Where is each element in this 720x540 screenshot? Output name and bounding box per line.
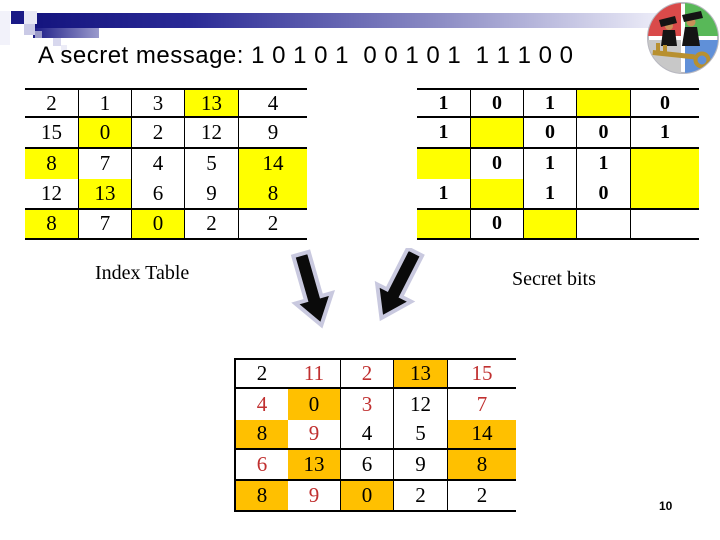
index-cell-r1c3: 3: [132, 88, 185, 119]
stego-cell-r3c4: 5: [394, 419, 448, 451]
top-banner-bar: [33, 13, 658, 28]
stego-cell-r4c1: 6: [234, 450, 288, 482]
stego-cell-r4c3: 6: [341, 450, 394, 482]
deco-square-tiny2: [61, 45, 67, 51]
stego-cell-r5c2: 9: [288, 481, 341, 512]
index-cell-r1c1: 2: [25, 88, 79, 119]
index-cell-r2c2: 0: [79, 118, 132, 149]
index-cell-r2c5: 9: [239, 118, 307, 149]
deco-square-navy: [11, 11, 24, 24]
index-cell-r5c3: 0: [132, 209, 185, 240]
index-cell-r4c2: 13: [79, 179, 132, 210]
stego-cell-r5c1: 8: [234, 481, 288, 512]
deco-square-tiny1: [53, 38, 61, 46]
stego-cell-r2c1: 4: [234, 388, 288, 420]
slide-title: A secret message: 1 0 1 0 1 0 0 1 0 1 1 …: [38, 42, 574, 69]
secret-cell-r3c4: 1: [577, 148, 631, 180]
index-cell-r3c3: 4: [132, 148, 185, 180]
stego-cell-r4c2: 13: [288, 450, 341, 482]
index-cell-r5c1: 8: [25, 209, 79, 240]
secret-cell-r2c4: 0: [577, 118, 631, 149]
index-table-caption: Index Table: [95, 262, 190, 284]
index-cell-r2c3: 2: [132, 118, 185, 149]
stego-cell-r2c5: 7: [476, 391, 488, 416]
index-cell-r1c4: 13: [185, 88, 239, 119]
secret-cell-r4c3: 1: [524, 179, 577, 210]
down-left-block-arrow-icon: [374, 248, 425, 322]
stego-cell-r3c2: 9: [288, 419, 341, 451]
stego-cell-r1c3: 2: [341, 358, 394, 389]
secret-cell-r4c1: 1: [417, 179, 471, 210]
secret-cell-r5c3: [524, 209, 577, 240]
stego-cell-r5c5: 2: [448, 481, 516, 512]
secret-cell-r1c5: 0: [631, 88, 699, 119]
deco-strip-pale: [0, 11, 10, 45]
index-cell-r1c5: 4: [239, 88, 307, 119]
page-number: 10: [659, 499, 673, 513]
index-cell-r3c4: 5: [185, 148, 239, 180]
index-cell-r3c5: 14: [239, 148, 307, 180]
stego-cell-r5c4: 2: [394, 481, 448, 512]
secret-cell-r4c2: [471, 179, 524, 210]
secret-cell-r3c1: [417, 148, 471, 180]
secret-cell-r2c1: 1: [417, 118, 471, 149]
deco-square-small: [35, 31, 42, 38]
stego-cell-r4c5: 8: [448, 450, 516, 482]
stego-cell-r1c2: 11: [288, 358, 341, 389]
secret-cell-r1c1: 1: [417, 88, 471, 119]
index-cell-r4c4: 9: [185, 179, 239, 210]
index-cell-r2c4: 12: [185, 118, 239, 149]
secret-cell-r5c2: 0: [471, 209, 524, 240]
index-cell-r5c4: 2: [185, 209, 239, 240]
deco-square-lavender: [24, 24, 35, 35]
secret-cell-r4c4: 0: [577, 179, 631, 210]
secret-cell-r3c5: [631, 148, 699, 180]
stego-cell-r1c4: 13: [394, 358, 448, 389]
top-banner-bar-secondary: [33, 28, 99, 38]
stego-cell-r3c1: 8: [234, 419, 288, 451]
index-cell-r5c5: 2: [239, 210, 307, 240]
index-cell-r4c1: 12: [25, 179, 79, 210]
stego-cell-r4c4: 9: [394, 450, 448, 482]
stego-cell-r2c4: 12: [394, 388, 448, 420]
secret-cell-r3c2: 0: [471, 148, 524, 180]
secret-cell-r4c5: [631, 179, 699, 210]
down-right-block-arrow-icon: [290, 249, 336, 329]
stego-cell-r3c3: 4: [341, 419, 394, 451]
secret-cell-r2c2: [471, 118, 524, 149]
secret-cell-r5c5: [631, 210, 699, 240]
secret-bits-caption: Secret bits: [512, 268, 596, 290]
stego-cell-r1c5: 15: [448, 358, 516, 389]
graduates-and-key-logo-icon: [647, 2, 719, 74]
index-cell-r3c2: 7: [79, 148, 132, 180]
index-cell-r3c1: 8: [25, 148, 79, 180]
stego-cell-r2c2: 0: [288, 388, 341, 420]
stego-cell-r3c5: 14: [448, 419, 516, 451]
arrows-group: [290, 248, 425, 329]
index-cell-r4c5: 8: [239, 179, 307, 210]
secret-cell-r1c3: 1: [524, 88, 577, 119]
index-cell-r5c2: 7: [79, 209, 132, 240]
secret-cell-r2c5: 1: [631, 118, 699, 149]
secret-cell-r2c3: 0: [524, 118, 577, 149]
index-cell-r1c2: 1: [79, 88, 132, 119]
stego-cell-r2c3: 3: [341, 388, 394, 420]
secret-cell-r3c3: 1: [524, 148, 577, 180]
index-cell-r4c3: 6: [132, 179, 185, 210]
secret-cell-r5c1: [417, 209, 471, 240]
secret-cell-r5c4: [577, 209, 631, 240]
stego-cell-r1c1: 2: [234, 358, 288, 389]
stego-cell-r5c3: 0: [341, 481, 394, 512]
deco-square-pale: [24, 11, 37, 24]
index-cell-r2c1: 15: [25, 118, 79, 149]
secret-cell-r1c2: 0: [471, 88, 524, 119]
secret-cell-r1c4: [577, 88, 631, 119]
